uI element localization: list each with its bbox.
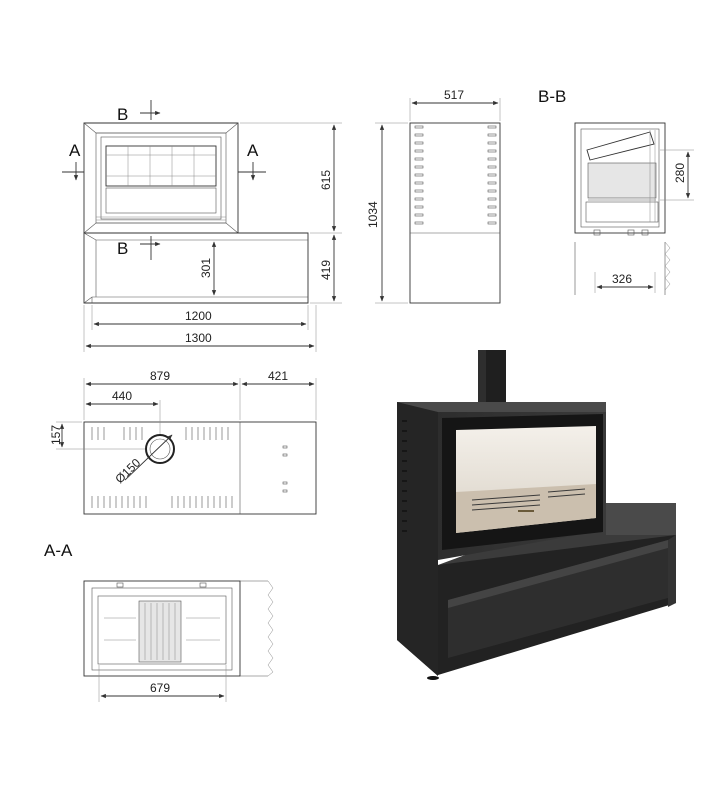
dim-top-width: 879 (150, 369, 170, 383)
dim-bb-height: 280 (673, 163, 687, 183)
section-aa-title: A-A (44, 541, 73, 560)
dim-top-depth: 157 (49, 425, 63, 445)
front-view: A A B B 615 419 301 1200 1300 (62, 100, 342, 352)
dim-front-height: 615 (319, 170, 333, 190)
section-a-right-label: A (247, 141, 259, 160)
dim-side-depth: 517 (444, 88, 464, 102)
dim-inner-height: 301 (199, 258, 213, 278)
dim-width-total: 1300 (185, 331, 212, 345)
dim-aa-width: 679 (150, 681, 170, 695)
section-b-top-label: B (117, 105, 128, 124)
dim-top-offset: 440 (112, 389, 132, 403)
section-bb: B-B 280 326 (538, 87, 694, 295)
dim-top-side: 421 (268, 369, 288, 383)
section-a-left-label: A (69, 141, 81, 160)
section-aa: A-A 679 (44, 541, 274, 702)
dim-flue-diameter: Ø150 (112, 455, 143, 486)
section-bb-title: B-B (538, 87, 566, 106)
stove-render (397, 350, 676, 680)
dim-width-inner: 1200 (185, 309, 212, 323)
top-view: Ø150 879 421 440 157 (49, 369, 317, 515)
dim-bb-depth: 326 (612, 272, 632, 286)
dim-side-height: 1034 (366, 201, 380, 228)
side-view: 517 1034 (366, 88, 501, 304)
dim-base-height: 419 (319, 260, 333, 280)
section-b-bottom-label: B (117, 239, 128, 258)
